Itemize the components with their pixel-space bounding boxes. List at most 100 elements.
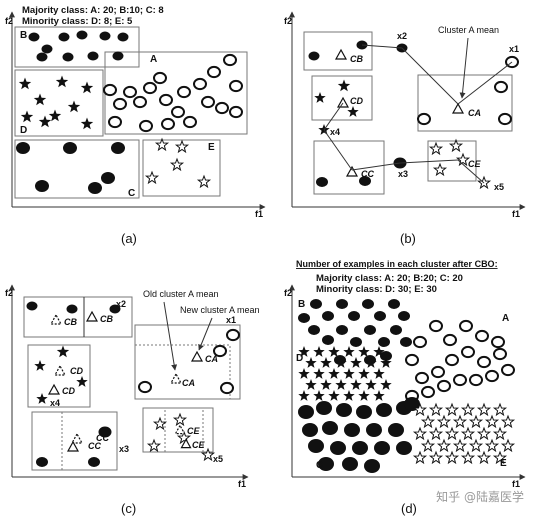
filled-star	[313, 390, 325, 401]
hollow-circle	[461, 345, 475, 359]
panel-c-ca-label-old: CA	[182, 378, 195, 388]
hollow-star	[460, 426, 476, 441]
hollow-circle	[193, 77, 207, 91]
old-mean-arrow	[163, 301, 178, 371]
panel-b-cd-label: CD	[350, 96, 363, 106]
hollow-star	[412, 426, 428, 441]
hollow-circle	[133, 95, 147, 109]
hollow-star	[452, 438, 468, 453]
hollow-star	[468, 414, 484, 429]
filled-dot	[87, 51, 99, 61]
cluster-box	[164, 407, 204, 453]
hollow-circle	[171, 105, 185, 119]
hollow-star	[455, 152, 471, 167]
panel-d: Number of examples in each cluster after…	[284, 259, 526, 516]
filled-dot	[366, 423, 382, 437]
filled-dot	[76, 30, 88, 40]
filled-star	[343, 346, 355, 357]
hollow-circle	[443, 333, 457, 347]
hollow-circle	[177, 85, 191, 99]
filled-dot	[88, 182, 102, 194]
cluster-box	[61, 411, 118, 471]
hollow-star	[484, 414, 500, 429]
hollow-circle	[494, 80, 508, 94]
hollow-star	[174, 139, 190, 154]
cluster-mean-triangle	[190, 350, 204, 362]
panel-a-y-axis-label: f2	[5, 16, 13, 26]
cluster-mean-triangle	[451, 102, 465, 114]
filled-dot	[359, 176, 371, 186]
panel-a-note-line2: Minority class: D: 8; E: 5	[22, 16, 133, 27]
hollow-circle	[431, 365, 445, 379]
filled-star	[36, 393, 48, 404]
hollow-circle	[491, 335, 505, 349]
filled-star	[347, 106, 359, 117]
hollow-circle	[143, 81, 157, 95]
filled-star	[328, 390, 340, 401]
filled-star	[305, 357, 317, 368]
panel-c-x2-label: x2	[116, 299, 126, 309]
hollow-star	[154, 137, 170, 152]
panel-a-axes	[9, 11, 266, 210]
cluster-box	[313, 140, 385, 195]
panel-d-note-line2: Minority class: D: 30; E: 30	[316, 284, 437, 295]
filled-dot	[308, 439, 324, 453]
hollow-circle	[459, 319, 473, 333]
filled-star	[350, 379, 362, 390]
hollow-circle	[437, 379, 451, 393]
hollow-star	[420, 438, 436, 453]
filled-star	[80, 117, 94, 130]
new-cluster-a-mean-label: New cluster A mean	[180, 305, 260, 315]
filled-dot	[390, 325, 402, 335]
filled-star	[33, 93, 47, 106]
filled-dot	[35, 180, 49, 192]
filled-dot	[352, 441, 368, 455]
hollow-circle	[498, 112, 512, 126]
filled-dot	[348, 311, 360, 321]
panel-c-cc-label-old: CC	[96, 433, 109, 443]
connector-line	[457, 159, 485, 184]
filled-star	[373, 346, 385, 357]
hollow-circle	[153, 71, 167, 85]
filled-dot	[58, 32, 70, 42]
hollow-circle	[213, 344, 227, 358]
filled-star	[298, 346, 310, 357]
hollow-circle	[229, 79, 243, 93]
panel-b-ca-label: CA	[468, 108, 481, 118]
hollow-circle	[477, 355, 491, 369]
connector-line	[351, 162, 401, 171]
panel-b-caption: (b)	[400, 231, 416, 246]
hollow-circle	[453, 373, 467, 387]
panel-b-x-axis-label: f1	[512, 209, 520, 219]
panel-a-marks	[14, 26, 248, 199]
cluster-mean-triangle	[180, 438, 192, 449]
hollow-star	[436, 438, 452, 453]
panel-c-x5-label: x5	[213, 454, 223, 464]
panel-d-axes	[289, 284, 526, 480]
filled-star	[18, 77, 32, 90]
cluster-box	[311, 75, 373, 121]
filled-dot	[66, 304, 78, 314]
hollow-circle	[429, 319, 443, 333]
hollow-star	[484, 438, 500, 453]
panel-a-note-line1: Majority class: A: 20; B:10; C: 8	[22, 5, 164, 16]
hollow-circle	[493, 347, 507, 361]
filled-star	[328, 346, 340, 357]
hollow-star	[412, 402, 428, 417]
hollow-circle	[138, 380, 152, 394]
filled-star	[350, 357, 362, 368]
hollow-star	[436, 414, 452, 429]
filled-dot	[62, 52, 74, 62]
hollow-circle	[229, 105, 243, 119]
filled-star	[358, 368, 370, 379]
connector-line	[323, 102, 344, 131]
filled-star	[305, 379, 317, 390]
new-mean-arrow	[198, 317, 213, 351]
hollow-circle	[445, 353, 459, 367]
hollow-star	[412, 450, 428, 465]
filled-star	[343, 390, 355, 401]
filled-dot	[396, 441, 412, 455]
panel-b-y-axis-label: f2	[284, 16, 292, 26]
filled-dot	[398, 311, 410, 321]
cluster-box	[427, 140, 477, 182]
